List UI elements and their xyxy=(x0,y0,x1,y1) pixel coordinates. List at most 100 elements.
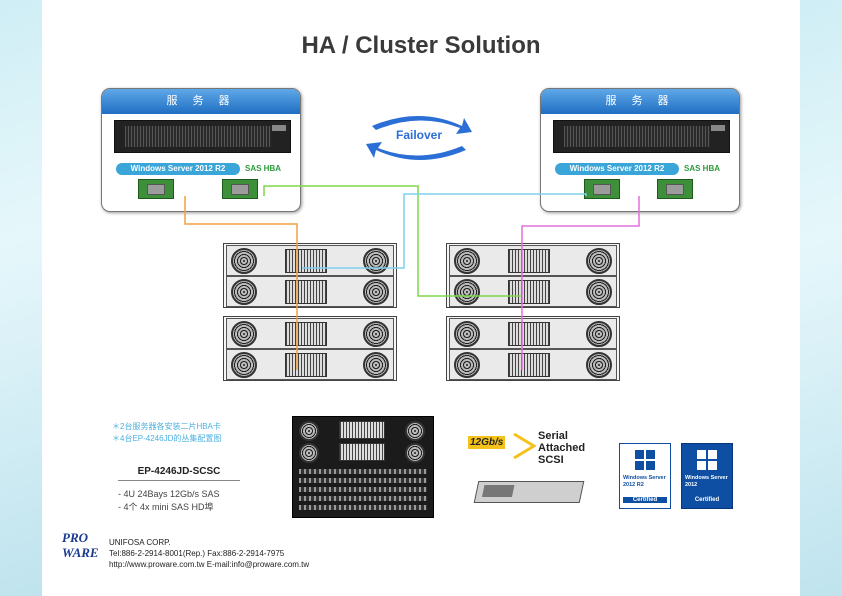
web-email: http://www.proware.com.tw E-mail:info@pr… xyxy=(109,560,310,569)
cert-label: Certified xyxy=(623,497,667,503)
server-right-header: 服 务 器 xyxy=(541,89,739,114)
fan-icon xyxy=(454,279,480,305)
jbod-row xyxy=(449,318,617,349)
windows-logo-icon xyxy=(697,450,717,470)
server-right: 服 务 器 Windows Server 2012 R2 SAS HBA xyxy=(540,88,740,212)
company-name: UNIFOSA CORP. xyxy=(109,538,171,547)
jbod-enclosure xyxy=(223,243,397,308)
fan-icon xyxy=(299,443,319,463)
psu-icon xyxy=(508,249,550,273)
failover-label: Failover xyxy=(395,128,443,142)
fan-icon xyxy=(363,279,389,305)
fan-icon xyxy=(299,421,319,441)
specs: - 4U 24Bays 12Gb/s SAS - 4个 4x mini SAS … xyxy=(118,488,220,514)
fan-icon xyxy=(586,248,612,274)
fan-icon xyxy=(231,321,257,347)
psu-icon xyxy=(285,322,327,346)
sas-logo-icon xyxy=(513,432,536,460)
server-right-os-label: Windows Server 2012 R2 xyxy=(555,163,679,175)
note-line: ＊4台EP-4246JD的丛集配置图 xyxy=(112,434,222,443)
chassis-badge xyxy=(711,125,725,131)
fan-icon xyxy=(363,248,389,274)
hba-card-icon xyxy=(584,179,620,199)
psu-icon xyxy=(508,353,550,377)
windows-2012-r2-badge: Windows Server 2012 R2 Certified xyxy=(619,443,671,509)
jbod-row xyxy=(226,349,394,380)
fan-icon xyxy=(363,321,389,347)
server-left-hba-label: SAS HBA xyxy=(245,164,282,173)
psu-icon xyxy=(339,421,385,439)
jbod-row xyxy=(449,276,617,307)
server-left-header: 服 务 器 xyxy=(102,89,300,114)
product-chassis-image xyxy=(292,416,434,518)
drive-bay-row xyxy=(299,469,427,474)
psu-icon xyxy=(508,322,550,346)
page-title: HA / Cluster Solution xyxy=(301,32,541,59)
fan-icon xyxy=(586,352,612,378)
cable-magenta xyxy=(521,196,640,370)
right-decorative-panel xyxy=(800,0,842,596)
jbod-row xyxy=(449,349,617,380)
fan-icon xyxy=(586,279,612,305)
phone-fax: Tel:886-2-2914-8001(Rep.) Fax:886-2-2914… xyxy=(109,549,285,558)
drive-bay-row xyxy=(299,478,427,483)
notes: ＊2台服务器各安装二片HBA卡 ＊4台EP-4246JD的丛集配置图 xyxy=(112,421,221,445)
logo-line: PRO xyxy=(62,530,88,545)
arrow-right-icon xyxy=(372,116,472,134)
fan-icon xyxy=(586,321,612,347)
note-line: ＊2台服务器各安装二片HBA卡 xyxy=(112,422,221,431)
hba-card-icon xyxy=(222,179,258,199)
psu-icon xyxy=(285,280,327,304)
fan-icon xyxy=(405,421,425,441)
server-left: 服 务 器 Windows Server 2012 R2 SAS HBA xyxy=(101,88,301,212)
jbod-row xyxy=(449,245,617,276)
fan-icon xyxy=(231,279,257,305)
chassis-badge xyxy=(272,125,286,131)
psu-icon xyxy=(285,249,327,273)
drive-bay-row xyxy=(299,487,427,492)
fan-icon xyxy=(231,352,257,378)
fan-icon xyxy=(363,352,389,378)
hba-card-image xyxy=(473,481,585,503)
fan-icon xyxy=(231,248,257,274)
failover-arrows-icon xyxy=(366,116,472,160)
fan-icon xyxy=(454,321,480,347)
model-name: EP-4246JD-SCSC xyxy=(118,466,240,481)
windows-logo-icon xyxy=(635,450,655,470)
contact-info: UNIFOSA CORP. Tel:886-2-2914-8001(Rep.) … xyxy=(109,537,309,570)
server-right-hba-label: SAS HBA xyxy=(684,164,721,173)
drive-bay-row xyxy=(299,505,427,510)
logo-line: WARE xyxy=(62,545,99,560)
fan-icon xyxy=(454,248,480,274)
sas-speed-badge: 12Gb/s xyxy=(468,436,506,449)
psu-icon xyxy=(285,353,327,377)
left-decorative-panel xyxy=(0,0,42,596)
cert-text: Windows Server 2012 xyxy=(685,475,728,488)
psu-icon xyxy=(339,443,385,461)
cable-orange xyxy=(184,196,298,370)
hba-card-icon xyxy=(138,179,174,199)
server-right-chassis xyxy=(553,120,730,153)
hba-card-icon xyxy=(657,179,693,199)
drive-bay-row xyxy=(299,496,427,501)
arrow-left-icon xyxy=(366,142,466,160)
fan-icon xyxy=(405,443,425,463)
cable-green xyxy=(263,185,522,297)
spec-line: - 4U 24Bays 12Gb/s SAS xyxy=(118,489,220,499)
windows-2012-badge: Windows Server 2012 Certified xyxy=(681,443,733,509)
cert-label: Certified xyxy=(694,497,720,503)
sas-line: Serial xyxy=(538,430,568,442)
sas-logo-text: Serial Attached SCSI xyxy=(538,430,585,466)
jbod-row xyxy=(226,318,394,349)
server-left-os-label: Windows Server 2012 R2 xyxy=(116,163,240,175)
server-left-chassis xyxy=(114,120,291,153)
cert-text: Windows Server 2012 R2 xyxy=(623,475,666,488)
chassis-grille xyxy=(125,126,271,147)
jbod-row xyxy=(226,276,394,307)
fan-icon xyxy=(454,352,480,378)
cable-cyan xyxy=(302,193,587,269)
jbod-enclosure xyxy=(446,243,620,308)
jbod-enclosure xyxy=(446,316,620,381)
sas-line: Attached xyxy=(538,442,586,454)
